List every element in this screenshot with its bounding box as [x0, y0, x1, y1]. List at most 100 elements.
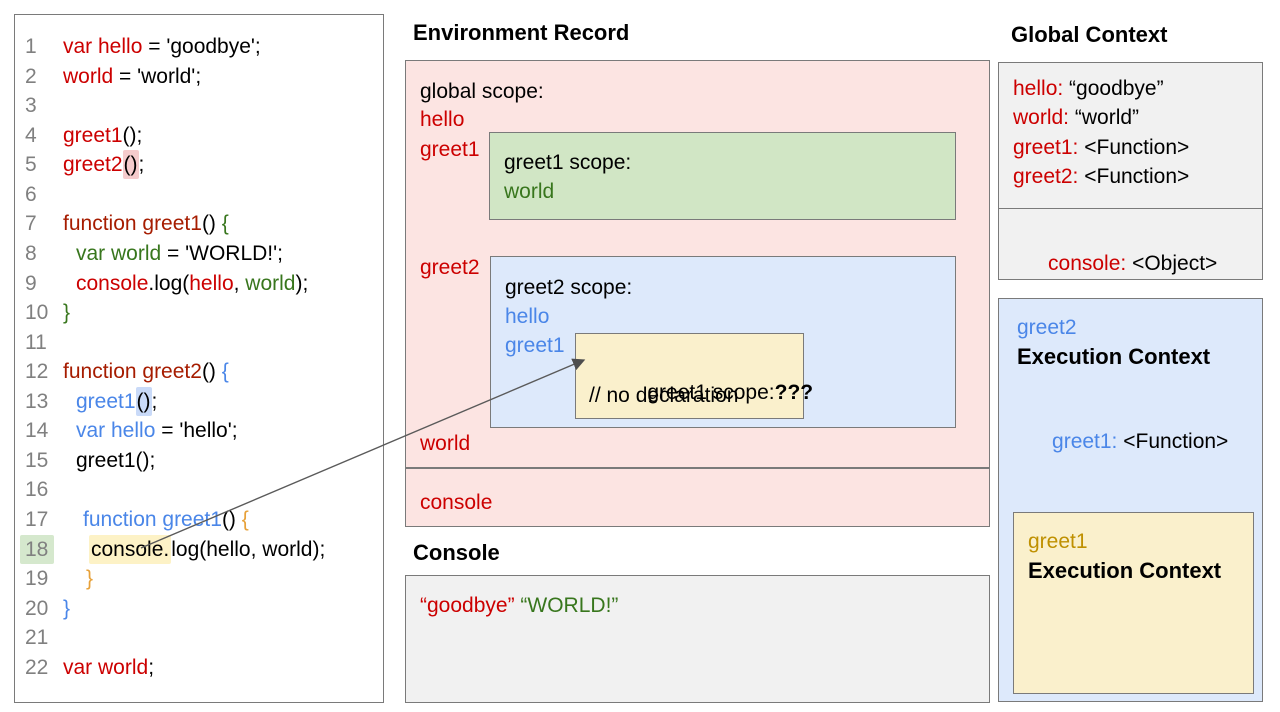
- code-line-content: }: [63, 564, 93, 594]
- inner-exec-ctx-name: greet1: [1028, 530, 1088, 553]
- inner-greet1-scope-box: greet1 scope:??? // no declaration: [575, 333, 813, 419]
- code-line-number: 22: [25, 655, 49, 679]
- code-line-number: 1: [25, 35, 37, 58]
- code-line-number: 10: [25, 301, 49, 325]
- code-line-number: 15: [25, 448, 49, 472]
- code-line-number: 20: [25, 596, 49, 620]
- code-line: 4 greet1();: [25, 121, 381, 151]
- code-token: var hello: [63, 35, 143, 58]
- code-token: = 'hello';: [155, 419, 238, 443]
- code-line-number: 13: [25, 389, 49, 413]
- console-entry-value: <Object>: [1126, 252, 1218, 275]
- code-token: (): [135, 386, 152, 416]
- code-line-content: greet2();: [63, 150, 144, 180]
- greet1-execution-context-box: greet1 Execution Context: [1013, 512, 1254, 694]
- global-context-divider: [998, 208, 1263, 209]
- greet2-scope-var-greet1: greet1: [505, 334, 565, 357]
- code-token: ;: [138, 153, 145, 177]
- console-output-token: “goodbye”: [420, 594, 515, 617]
- code-token: console: [76, 271, 149, 295]
- greet2-execution-context-box: greet2 Execution Context greet1: <Functi…: [998, 298, 1263, 702]
- code-token: (): [201, 360, 222, 384]
- code-line-number: 14: [25, 419, 49, 443]
- global-scope-label: global scope:: [420, 80, 544, 103]
- code-line: 13 greet1();: [25, 386, 381, 417]
- code-line-number: 19: [25, 567, 49, 591]
- console-output: “goodbye” “WORLD!”: [420, 593, 618, 618]
- code-line-number: 8: [25, 241, 37, 265]
- console-scope-strip: console: [405, 468, 990, 527]
- code-line: 16: [25, 475, 381, 505]
- code-token: (): [122, 150, 139, 180]
- code-line: 20}: [25, 594, 381, 624]
- exec-ctx-name: greet2: [1017, 316, 1077, 339]
- code-line-number: 3: [25, 94, 37, 118]
- greet2-scope-title: greet2 scope:: [505, 276, 633, 299]
- code-line-content: function greet2() {: [63, 357, 229, 387]
- code-line-content: console.log(hello, world);: [63, 534, 325, 565]
- code-line-number: 7: [25, 212, 37, 236]
- code-token: var world: [76, 241, 162, 265]
- code-line-content: function greet1() {: [63, 209, 229, 239]
- code-line-content: var world = 'WORLD!';: [63, 239, 283, 269]
- exec-entry-value: <Function>: [1117, 430, 1229, 453]
- code-token: console.: [89, 534, 172, 564]
- code-token: ;: [151, 389, 158, 413]
- code-token: greet1: [76, 389, 136, 413]
- exec-ctx-greet1-entry: greet1: <Function>: [1017, 404, 1228, 479]
- code-line-number: 16: [25, 478, 49, 502]
- console-entry-key: console:: [1048, 252, 1127, 275]
- code-line: 6: [25, 180, 381, 210]
- code-token: function greet1: [63, 212, 202, 236]
- inner-exec-ctx-label: Execution Context: [1028, 558, 1222, 583]
- code-line-number: 12: [25, 360, 49, 384]
- code-line-content: greet1();: [63, 446, 155, 476]
- code-line: 19}: [25, 564, 381, 594]
- exec-entry-key: greet1:: [1052, 430, 1118, 453]
- code-line-number: 6: [25, 182, 37, 206]
- code-token: );: [295, 271, 309, 295]
- inner-scope-comment: // no declaration: [589, 384, 739, 407]
- code-token: function greet2: [63, 360, 202, 384]
- console-title: Console: [413, 540, 500, 565]
- greet2-scope-box: greet2 scope: hello greet1 greet1 scope:…: [490, 256, 956, 428]
- global-context-console-entry: console: <Object>: [1013, 226, 1217, 301]
- greet1-scope-var-world: world: [504, 180, 555, 203]
- code-line-number: 4: [25, 123, 37, 147]
- code-line-content: greet1();: [63, 386, 158, 417]
- inner-scope-title-text: greet1 scope:: [647, 381, 775, 404]
- code-token: (): [221, 508, 242, 531]
- code-line-content: }: [63, 594, 70, 624]
- code-line: 12 function greet2() {: [25, 357, 381, 387]
- code-line: 14 var hello = 'hello';: [25, 416, 381, 446]
- global-context-title: Global Context: [1011, 22, 1168, 47]
- code-token: = 'WORLD!';: [161, 241, 283, 265]
- exec-ctx-label: Execution Context: [1017, 344, 1211, 369]
- global-context-entries: hello: “goodbye”world: “world”greet1: <F…: [1013, 74, 1189, 192]
- code-token: world: [63, 64, 114, 88]
- code-token: ,: [233, 271, 246, 295]
- code-token: }: [86, 567, 94, 591]
- greet1-scope-title: greet1 scope:: [504, 151, 632, 174]
- global-context-entry: greet2: <Function>: [1013, 165, 1190, 189]
- code-line-number: 17: [25, 508, 49, 531]
- greet2-scope-var-hello: hello: [505, 305, 550, 328]
- global-context-box: hello: “goodbye”world: “world”greet1: <F…: [998, 62, 1263, 280]
- code-token: ;: [148, 655, 155, 679]
- code-token: hello: [189, 271, 234, 295]
- code-line-content: var hello = 'hello';: [63, 416, 238, 446]
- code-line-number: 11: [25, 330, 47, 354]
- code-line-number: 2: [25, 64, 37, 88]
- code-line-content: greet1();: [63, 121, 142, 151]
- code-token: function greet1: [83, 508, 222, 531]
- environment-record-title: Environment Record: [413, 20, 630, 45]
- code-token: greet2: [63, 153, 123, 177]
- code-line: 21: [25, 623, 381, 653]
- code-line-content: }: [63, 298, 70, 328]
